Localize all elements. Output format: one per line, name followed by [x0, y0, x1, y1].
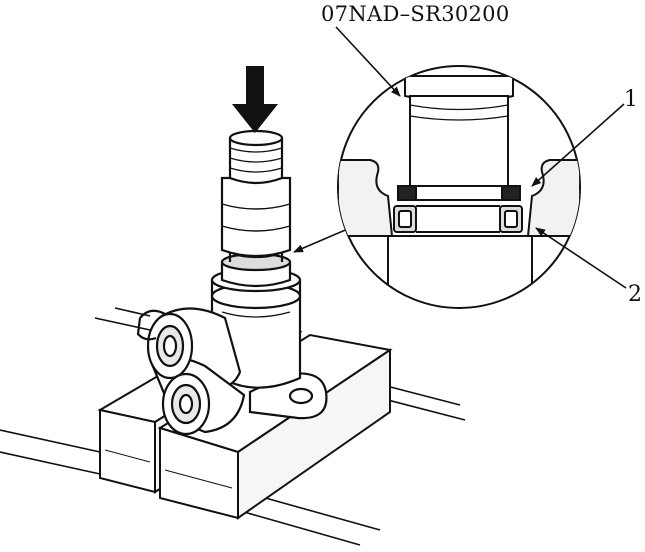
callout-1-leader-line: [531, 103, 625, 187]
tool-part-number-label: 07NAD–SR30200: [321, 2, 510, 26]
detail-leader-line: [293, 227, 351, 253]
callout-2-leader-line: [535, 227, 627, 289]
installer-tool: [220, 129, 292, 288]
callout-2-label: 2: [628, 282, 642, 307]
detail-magnifier: [337, 65, 581, 309]
tool-label-leader-line: [335, 26, 401, 97]
housing-body: [136, 267, 328, 436]
press-force-arrow-icon: [232, 66, 278, 133]
callout-1-label: 1: [624, 87, 638, 112]
